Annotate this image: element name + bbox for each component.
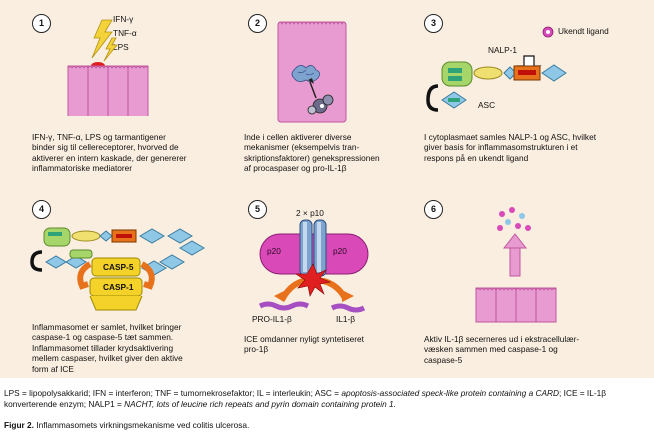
caspase-complex [77, 257, 155, 311]
abbreviations-part2: ; ICE = IL-1β konverterende enzym; NALP1… [4, 388, 606, 409]
panel-6-caption: Aktiv IL-1β secerneres ud i ekstracellul… [424, 334, 580, 365]
gene-cluster-icon [307, 94, 334, 115]
panel-1-number: 1 [32, 14, 51, 33]
panel-5-number: 5 [248, 200, 267, 219]
abbreviations-nalp: NACHT, lots of leucine rich repeats and … [124, 398, 396, 409]
panel-5-caption: ICE omdanner nyligt syntetiseret pro-1β [244, 334, 364, 355]
panel-4-label-casp1: CASP-1 [103, 282, 134, 292]
panel-3-illustration [426, 26, 567, 112]
il1b-chain [330, 303, 366, 313]
panel-1-illustration [67, 19, 149, 116]
panel-6-number: 6 [424, 200, 443, 219]
panel-3-number: 3 [424, 14, 443, 33]
panel-5-label-il1: IL1-β [336, 314, 356, 324]
panel-1-label-lps: LPS [113, 42, 129, 52]
panel-4-illustration [30, 227, 205, 311]
lightning-bolt-icon [91, 19, 113, 59]
panel-3-label-asc: ASC [478, 100, 496, 110]
panel-5-label-p20-left: p20 [267, 246, 281, 256]
panel-5-illustration [258, 219, 369, 313]
abbreviations-note: LPS = lipopolysakkarid; IFN = interferon… [4, 388, 650, 409]
secretion-arrow [509, 245, 521, 277]
panel-2-number: 2 [248, 14, 267, 33]
transcription-factor-icon [291, 65, 320, 82]
activation-arrow [309, 81, 317, 99]
nalp1-complex [441, 61, 567, 87]
panel-5-label-pro: PRO-IL1-β [252, 314, 292, 324]
abbreviations-part1: LPS = lipopolysakkarid; IFN = interferon… [4, 388, 342, 398]
figure-label: Figur 2. [4, 420, 34, 430]
panel-2-illustration [277, 21, 347, 123]
panel-1-label-tnf: TNF-α [113, 28, 137, 38]
pro-il1b-chain [258, 301, 310, 311]
panel-4-label-casp5: CASP-5 [103, 262, 134, 272]
panel-1-caption: IFN-γ, TNF-α, LPS og tarmantigener binde… [32, 132, 187, 174]
abbreviations-asc: apoptosis-associated speck-like protein … [341, 388, 560, 398]
epithelial-cells [475, 287, 557, 323]
secreted-il1b-icons [497, 207, 531, 231]
panel-3-caption: I cytoplasmaet samles NALP-1 og ASC, hvi… [424, 132, 597, 163]
cleavage-star-icon [295, 263, 332, 297]
figure-title: Inflammasomets virkningsmekanisme ved co… [36, 420, 250, 430]
panel-3-label-ligand: Ukendt ligand [558, 26, 609, 36]
panel-4-caption: Inflammasomet er samlet, hvilket bringer… [32, 322, 183, 374]
panel-3-label-nalp1: NALP-1 [488, 45, 518, 55]
inflammasome-bottom-chain [30, 249, 185, 276]
figure-caption: Figur 2. Inflammasomets virkningsmekanis… [4, 420, 249, 430]
epithelial-cells [67, 65, 149, 116]
panel-6-illustration [475, 207, 557, 323]
panel-5-label-p20-right: p20 [333, 246, 347, 256]
panel-5-label-p10: 2 × p10 [296, 208, 324, 218]
p10-subunits [299, 219, 327, 277]
panel-1-label-ifn: IFN-γ [113, 14, 134, 24]
panel-4-number: 4 [32, 200, 51, 219]
asc-complex [426, 84, 467, 112]
lightning-bolt-icon [103, 37, 118, 62]
panel-2-caption: Inde i cellen aktiverer diverse mekanism… [244, 132, 380, 174]
panels-background: 1 IFN-γ TNF-α LPS IFN-γ, TNF-α, LPS og t… [0, 0, 654, 378]
inflammasome-top-chain [43, 227, 205, 256]
